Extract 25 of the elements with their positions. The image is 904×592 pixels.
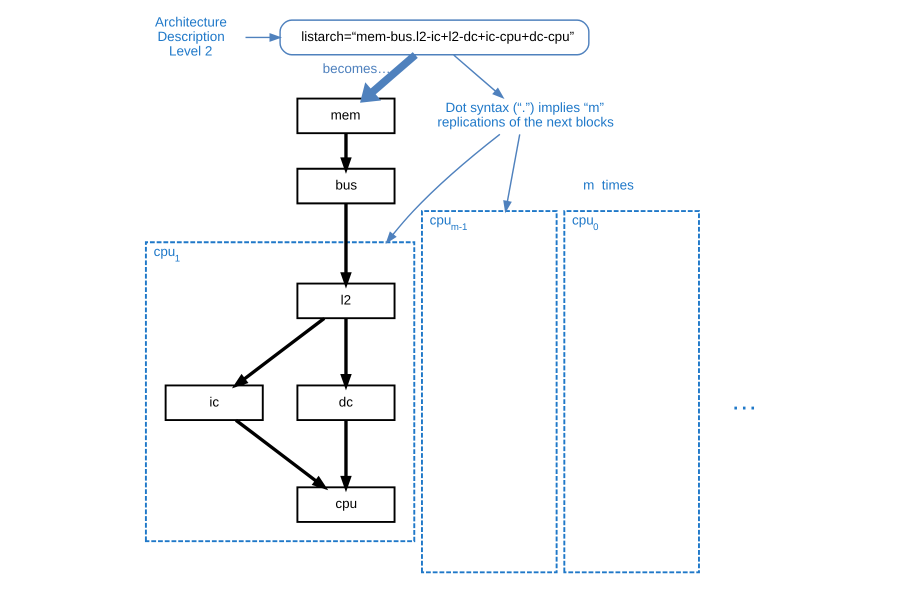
node-box: bus	[296, 168, 396, 204]
label: m times	[582, 178, 634, 193]
arrow	[234, 418, 328, 490]
node-text: Dot syntax (“.”) implies “m” replications of the next blocks	[436, 100, 614, 130]
arrow	[360, 52, 418, 103]
arrow	[245, 33, 282, 42]
edge-label: becomes…	[322, 61, 390, 76]
node-box: dc	[296, 384, 396, 422]
node-box: listarch=“mem-bus.l2-ic+l2-dc+ic-cpu+dc-cpu”	[278, 19, 590, 56]
arrow	[340, 203, 352, 289]
node-box: cpu$_{0}$	[562, 210, 700, 574]
arrow	[385, 134, 500, 244]
node-box: mem	[296, 98, 396, 134]
label: …	[730, 385, 758, 416]
node-text: Architecture Description Level 2	[154, 14, 226, 58]
node-box: ic	[164, 384, 264, 422]
arrow	[340, 318, 352, 390]
node-box: cpu	[296, 486, 396, 523]
arrow	[340, 133, 352, 174]
arrow	[452, 54, 504, 99]
arrow	[502, 134, 520, 214]
node-box: l2	[296, 282, 396, 320]
node-box: cpu$_{m-1}$	[420, 210, 558, 574]
arrow	[231, 317, 325, 388]
arrow	[340, 420, 352, 492]
